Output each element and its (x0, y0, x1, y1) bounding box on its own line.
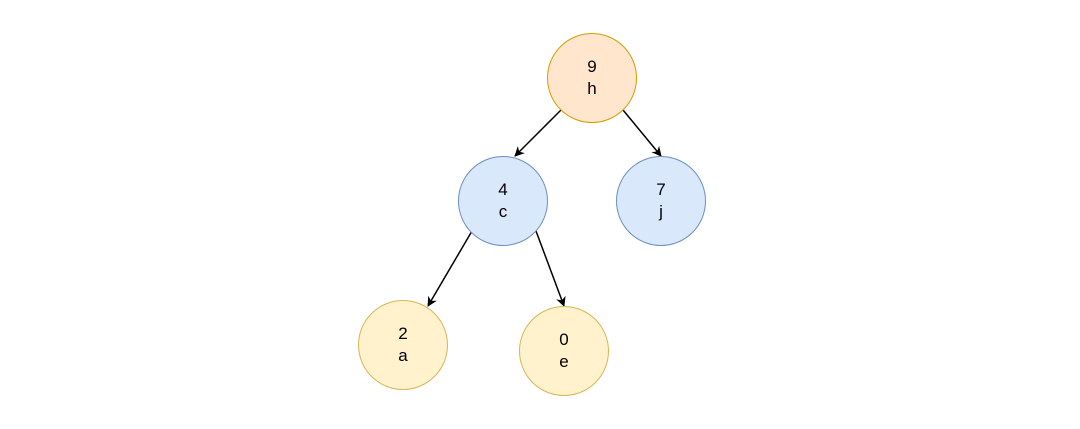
node-h: 9 h (547, 33, 637, 123)
node-c: 4 c (458, 156, 548, 246)
edge-h-j (622, 109, 662, 157)
node-h-label: h (587, 79, 597, 98)
node-c-value: 4 (498, 180, 508, 199)
node-a-value: 2 (398, 324, 408, 343)
node-e: 0 e (519, 306, 609, 396)
node-j-label: j (659, 202, 663, 221)
node-e-label: e (559, 352, 569, 371)
node-c-label: c (498, 202, 508, 221)
node-e-value: 0 (559, 330, 569, 349)
edge-c-a (427, 230, 473, 307)
edge-c-e (535, 230, 566, 307)
node-a-label: a (398, 346, 408, 365)
node-a: 2 a (358, 300, 448, 390)
edge-h-c (514, 109, 562, 157)
node-h-value: 9 (587, 57, 597, 76)
node-j: 7 j (616, 156, 706, 246)
node-j-value: 7 (656, 180, 666, 199)
